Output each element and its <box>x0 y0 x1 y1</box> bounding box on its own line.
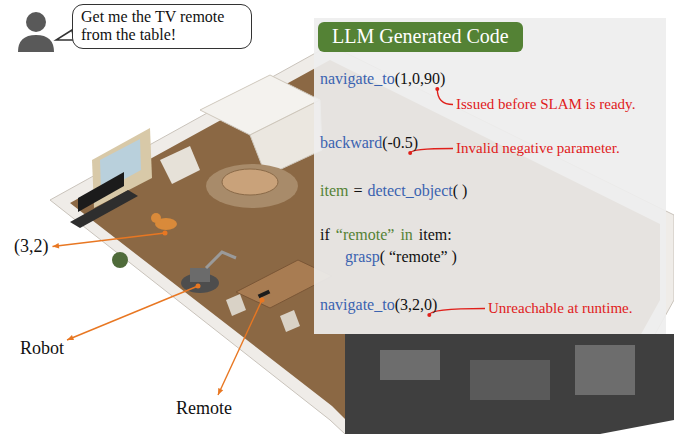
pointer-head <box>53 243 60 248</box>
header-box: LLM Generated Code <box>318 22 523 52</box>
code-operator: = <box>353 182 362 200</box>
variable-name: item <box>320 182 348 200</box>
code-string: “remote” <box>336 226 395 244</box>
code-keyword: if <box>320 226 330 244</box>
error-note: Unreachable at runtime. <box>488 300 633 317</box>
code-args: ( “remote” ) <box>380 248 457 266</box>
variable-name: item: <box>419 226 452 244</box>
function-name: navigate_to <box>320 296 395 314</box>
position-label: (3,2) <box>14 236 49 257</box>
leader-line <box>429 309 485 316</box>
part-label: Robot <box>20 338 64 359</box>
pointer-dot <box>260 298 265 303</box>
code-args: (3,2,0) <box>395 296 438 314</box>
function-name: backward <box>320 134 382 152</box>
speech-bubble: Get me the TV remote from the table! <box>72 4 252 49</box>
pointer-dot <box>196 284 201 289</box>
pointer-head <box>218 388 223 395</box>
pointer-dot <box>163 231 168 236</box>
leader-line <box>437 89 453 105</box>
code-args: (1,0,90) <box>395 70 446 88</box>
function-name: detect_object <box>367 182 452 200</box>
node-text: Get me the TV remote from the table! <box>81 8 243 45</box>
error-note: Issued before SLAM is ready. <box>456 96 635 113</box>
pointer-line <box>67 286 198 340</box>
pointer-head <box>67 335 74 340</box>
function-name: grasp <box>345 248 380 266</box>
code-keyword: in <box>400 226 412 244</box>
pointer-line <box>218 300 262 395</box>
pointer-line <box>53 233 166 247</box>
code-panel <box>314 18 666 334</box>
node-text: LLM Generated Code <box>332 25 509 48</box>
function-name: navigate_to <box>320 70 395 88</box>
code-args: ( ) <box>453 182 468 200</box>
code-args: (-0.5) <box>382 134 418 152</box>
part-label: Remote <box>176 398 232 419</box>
error-note: Invalid negative parameter. <box>456 140 620 157</box>
